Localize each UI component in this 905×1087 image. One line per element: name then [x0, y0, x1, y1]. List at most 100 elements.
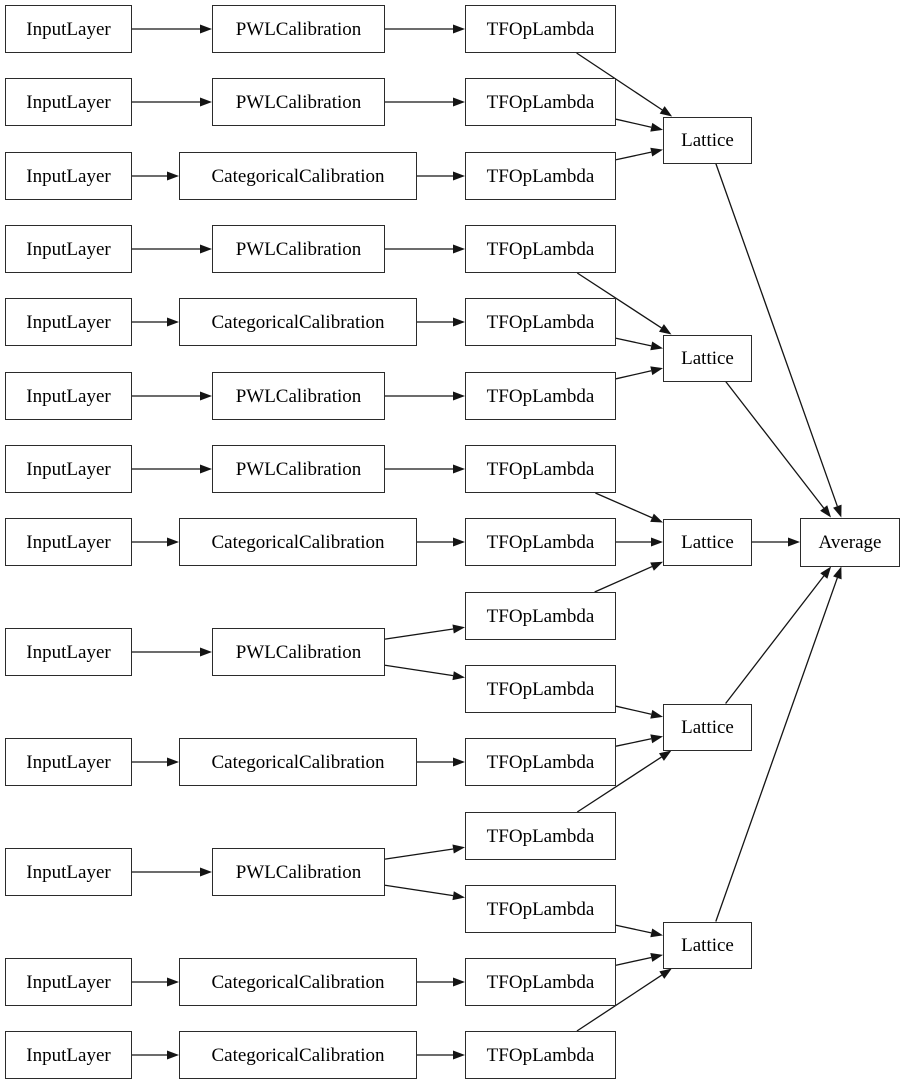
arrowhead-in10-to-cat4 [167, 757, 179, 767]
node-tf2-tfoplambda: TFOpLambda [465, 78, 616, 126]
node-in2-inputlayer: InputLayer [5, 78, 132, 126]
node-label: TFOpLambda [486, 971, 595, 993]
node-pwl1-pwlcalibration: PWLCalibration [212, 5, 385, 53]
node-label: CategoricalCalibration [211, 531, 385, 553]
node-tf15-tfoplambda: TFOpLambda [465, 1031, 616, 1079]
node-cat6-categoricalcalibration: CategoricalCalibration [179, 1031, 417, 1079]
node-tf9-tfoplambda: TFOpLambda [465, 592, 616, 640]
node-label: PWLCalibration [235, 385, 362, 407]
arrowhead-in11-to-pwl7 [200, 867, 212, 877]
node-label: InputLayer [26, 91, 111, 113]
edge-lat5-to-avg [715, 577, 838, 922]
node-label: CategoricalCalibration [211, 1044, 385, 1066]
node-pwl2-pwlcalibration: PWLCalibration [212, 78, 385, 126]
node-label: PWLCalibration [235, 238, 362, 260]
arrowhead-in1-to-pwl1 [200, 24, 212, 34]
node-label: InputLayer [26, 861, 111, 883]
arrowhead-tf5-to-lat2 [650, 341, 663, 351]
arrowhead-in7-to-pwl5 [200, 464, 212, 474]
arrowhead-in5-to-cat2 [167, 317, 179, 327]
node-label: CategoricalCalibration [211, 311, 385, 333]
arrowhead-in8-to-cat3 [167, 537, 179, 547]
node-pwl7-pwlcalibration: PWLCalibration [212, 848, 385, 896]
edge-tf12-to-lat4 [576, 756, 662, 813]
node-tf11-tfoplambda: TFOpLambda [465, 738, 616, 786]
node-label: Lattice [681, 934, 734, 956]
node-in6-inputlayer: InputLayer [5, 372, 132, 420]
node-pwl4-pwlcalibration: PWLCalibration [212, 372, 385, 420]
arrowhead-pwl2-to-tf2 [453, 97, 465, 107]
node-label: InputLayer [26, 641, 111, 663]
node-in3-inputlayer: InputLayer [5, 152, 132, 200]
arrowhead-in4-to-pwl3 [200, 244, 212, 254]
arrowhead-pwl5-to-tf7 [453, 464, 465, 474]
node-label: PWLCalibration [235, 18, 362, 40]
node-cat2-categoricalcalibration: CategoricalCalibration [179, 298, 417, 346]
node-label: Lattice [681, 129, 734, 151]
node-label: InputLayer [26, 311, 111, 333]
node-label: TFOpLambda [486, 238, 595, 260]
arrowhead-pwl6-to-tf9 [452, 624, 465, 634]
node-label: TFOpLambda [486, 678, 595, 700]
arrowhead-tf9-to-lat3 [650, 561, 663, 571]
node-lat1-lattice: Lattice [663, 116, 752, 164]
arrowhead-in9-to-pwl6 [200, 647, 212, 657]
node-tf13-tfoplambda: TFOpLambda [465, 885, 616, 933]
node-label: TFOpLambda [486, 91, 595, 113]
edge-tf6-to-lat2 [615, 370, 652, 380]
arrowhead-tf2-to-lat1 [650, 122, 663, 132]
node-in13-inputlayer: InputLayer [5, 1031, 132, 1079]
node-label: InputLayer [26, 971, 111, 993]
arrowhead-tf13-to-lat5 [650, 928, 663, 938]
edge-tf4-to-lat2 [576, 272, 662, 329]
arrowhead-tf8-to-lat3 [651, 537, 663, 547]
node-tf1-tfoplambda: TFOpLambda [465, 5, 616, 53]
node-in9-inputlayer: InputLayer [5, 628, 132, 676]
edge-tf11-to-lat4 [615, 738, 652, 747]
node-in5-inputlayer: InputLayer [5, 298, 132, 346]
node-cat1-categoricalcalibration: CategoricalCalibration [179, 152, 417, 200]
node-tf8-tfoplambda: TFOpLambda [465, 518, 616, 566]
arrowhead-pwl4-to-tf6 [453, 391, 465, 401]
node-avg-average: Average [800, 517, 900, 567]
node-label: PWLCalibration [235, 458, 362, 480]
node-tf10-tfoplambda: TFOpLambda [465, 665, 616, 713]
arrowhead-pwl1-to-tf1 [453, 24, 465, 34]
node-in10-inputlayer: InputLayer [5, 738, 132, 786]
node-tf12-tfoplambda: TFOpLambda [465, 812, 616, 860]
arrowhead-in2-to-pwl2 [200, 97, 212, 107]
arrowhead-cat5-to-tf14 [453, 977, 465, 987]
node-pwl6-pwlcalibration: PWLCalibration [212, 628, 385, 676]
node-tf4-tfoplambda: TFOpLambda [465, 225, 616, 273]
edge-tf1-to-lat1 [576, 52, 663, 111]
node-label: TFOpLambda [486, 165, 595, 187]
node-tf3-tfoplambda: TFOpLambda [465, 152, 616, 200]
node-label: InputLayer [26, 165, 111, 187]
edge-tf15-to-lat5 [576, 974, 663, 1032]
arrowhead-pwl7-to-tf12 [452, 844, 465, 854]
node-in12-inputlayer: InputLayer [5, 958, 132, 1006]
edge-lat1-to-avg [715, 163, 838, 507]
arrowhead-tf4-to-lat2 [658, 324, 672, 335]
node-label: CategoricalCalibration [211, 165, 385, 187]
node-label: TFOpLambda [486, 825, 595, 847]
node-label: TFOpLambda [486, 385, 595, 407]
arrowhead-lat1-to-avg [833, 504, 842, 518]
node-label: TFOpLambda [486, 18, 595, 40]
node-label: InputLayer [26, 238, 111, 260]
arrowhead-lat3-to-avg [788, 537, 800, 547]
node-label: InputLayer [26, 458, 111, 480]
arrowhead-tf1-to-lat1 [659, 106, 673, 117]
arrowhead-lat2-to-avg [820, 505, 832, 518]
node-label: Lattice [681, 531, 734, 553]
edge-pwl6-to-tf10 [384, 664, 454, 677]
node-in8-inputlayer: InputLayer [5, 518, 132, 566]
node-label: TFOpLambda [486, 605, 595, 627]
arrowhead-tf15-to-lat5 [659, 968, 672, 979]
arrowhead-lat5-to-avg [833, 566, 842, 580]
edge-tf14-to-lat5 [615, 956, 652, 966]
edge-tf5-to-lat2 [615, 337, 652, 347]
node-label: CategoricalCalibration [211, 751, 385, 773]
